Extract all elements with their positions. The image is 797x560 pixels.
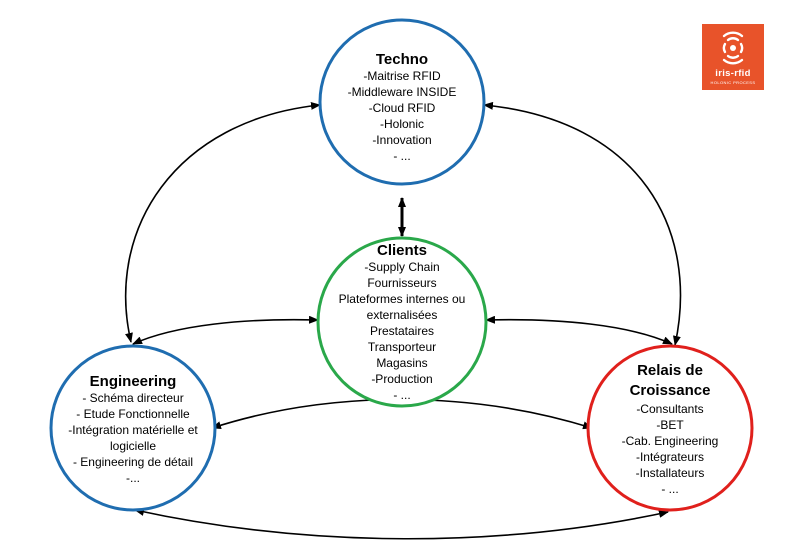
node-clients-line: Transporteur	[368, 340, 436, 354]
node-clients-line: Fournisseurs	[367, 276, 436, 290]
node-relais-line: -BET	[656, 418, 684, 432]
node-techno: Techno -Maitrise RFID -Middleware INSIDE…	[318, 18, 486, 186]
node-relais-line: -Intégrateurs	[636, 450, 704, 464]
arrow-techno-relais	[483, 101, 682, 346]
node-clients-line: - ...	[393, 388, 410, 402]
node-relais: Relais de Croissance -Consultants -BET -…	[586, 344, 754, 512]
node-techno-line: -Maitrise RFID	[363, 69, 441, 83]
node-relais-circle	[586, 344, 754, 512]
node-techno-title: Techno	[376, 51, 428, 68]
arrow-engineering-relais-bottom	[134, 507, 669, 540]
node-relais-title-line1: Relais de	[637, 362, 703, 379]
node-engineering-line: - Schéma directeur	[82, 391, 183, 405]
node-clients-line: Plateformes internes ou	[339, 292, 466, 306]
node-engineering-line: - Engineering de détail	[73, 455, 193, 469]
node-clients-line: -Production	[371, 372, 432, 386]
logo-subtext: HOLONIC PROCESS	[710, 80, 756, 85]
node-techno-line: -Innovation	[372, 133, 431, 147]
node-relais-line: -Consultants	[636, 402, 703, 416]
node-relais-line: - ...	[661, 482, 678, 496]
node-clients: Clients -Supply Chain Fournisseurs Plate…	[316, 236, 488, 408]
node-engineering-title: Engineering	[90, 373, 177, 390]
node-engineering-line: -...	[126, 471, 140, 485]
node-clients-line: Magasins	[376, 356, 427, 370]
node-relais-line: -Installateurs	[636, 466, 705, 480]
node-techno-line: -Middleware INSIDE	[348, 85, 457, 99]
node-engineering-line: logicielle	[110, 439, 156, 453]
node-techno-circle	[318, 18, 486, 186]
node-clients-line: externalisées	[367, 308, 438, 322]
arrow-techno-engineering	[124, 101, 321, 343]
node-engineering-line: -Intégration matérielle et	[68, 423, 198, 437]
node-engineering: Engineering - Schéma directeur - Etude F…	[49, 344, 217, 512]
node-clients-circle	[316, 236, 488, 408]
node-techno-line: -Cloud RFID	[369, 101, 436, 115]
node-techno-line: - ...	[393, 149, 410, 163]
arrow-clients-relais	[485, 315, 673, 345]
logo-mark-icon	[722, 31, 744, 65]
logo-text: iris-rfid	[715, 68, 751, 79]
node-clients-title: Clients	[377, 242, 427, 259]
node-relais-line: -Cab. Engineering	[622, 434, 719, 448]
node-clients-line: Prestataires	[370, 324, 434, 338]
node-clients-line: -Supply Chain	[364, 260, 439, 274]
node-relais-title-line2: Croissance	[630, 382, 711, 399]
iris-rfid-logo: iris-rfid HOLONIC PROCESS	[702, 24, 764, 90]
arrow-clients-engineering	[132, 315, 319, 345]
node-techno-line: -Holonic	[380, 117, 424, 131]
node-engineering-line: - Etude Fonctionnelle	[76, 407, 190, 421]
node-engineering-circle	[49, 344, 217, 512]
